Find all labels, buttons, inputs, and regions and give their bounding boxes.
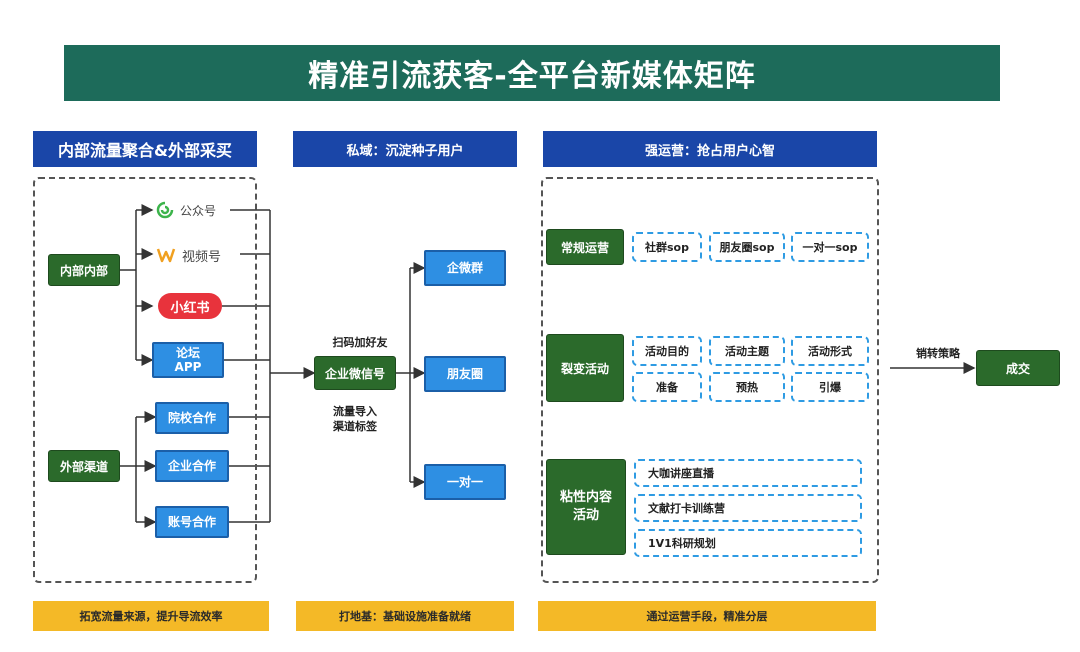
sticky-content-node: 粘性内容 活动 xyxy=(546,459,626,555)
regular-operations-node: 常规运营 xyxy=(546,229,624,265)
fission-activity-node: 裂变活动 xyxy=(546,334,624,402)
one-on-one-node: 一对一 xyxy=(424,464,506,500)
moments-node: 朋友圈 xyxy=(424,356,506,392)
activity-purpose-node: 活动目的 xyxy=(632,336,702,366)
warm-up-node: 预热 xyxy=(709,372,785,402)
enterprise-wechat-node: 企业微信号 xyxy=(314,356,396,390)
traffic-import-label: 流量导入 渠道标签 xyxy=(333,405,377,433)
footer-traffic: 拓宽流量来源，提升导流效率 xyxy=(33,601,269,631)
school-cooperation-node: 院校合作 xyxy=(155,402,229,434)
wechat-group-node: 企微群 xyxy=(424,250,506,286)
activity-format-node: 活动形式 xyxy=(791,336,869,366)
deal-node: 成交 xyxy=(976,350,1060,386)
operations-container xyxy=(541,177,879,583)
footer-foundation: 打地基：基础设施准备就绪 xyxy=(296,601,514,631)
column-header-private-domain: 私域：沉淀种子用户 xyxy=(293,131,517,167)
ignite-node: 引爆 xyxy=(791,372,869,402)
one-on-one-sop-node: 一对一sop xyxy=(791,232,869,262)
conversion-strategy-label: 销转策略 xyxy=(916,347,960,360)
column-header-traffic: 内部流量聚合&外部采买 xyxy=(33,131,257,167)
wechat-official-account-icon xyxy=(156,201,174,219)
moments-sop-node: 朋友圈sop xyxy=(709,232,785,262)
expert-lecture-node: 大咖讲座直播 xyxy=(634,459,862,487)
activity-theme-node: 活动主题 xyxy=(709,336,785,366)
account-cooperation-node: 账号合作 xyxy=(155,506,229,538)
enterprise-cooperation-node: 企业合作 xyxy=(155,450,229,482)
footer-operations: 通过运营手段，精准分层 xyxy=(538,601,876,631)
video-account-label: 视频号 xyxy=(182,249,222,265)
external-channels-node: 外部渠道 xyxy=(48,450,120,482)
preparation-node: 准备 xyxy=(632,372,702,402)
research-planning-node: 1V1科研规划 xyxy=(634,529,862,557)
page-title: 精准引流获客-全平台新媒体矩阵 xyxy=(64,45,1000,101)
wechat-official-account-label: 公众号 xyxy=(180,203,217,218)
forum-app-node: 论坛 APP xyxy=(152,342,224,378)
internal-channels-node: 内部内部 xyxy=(48,254,120,286)
literature-camp-node: 文献打卡训练营 xyxy=(634,494,862,522)
video-account-node: 视频号 xyxy=(156,244,240,266)
column-header-operations: 强运营：抢占用户心智 xyxy=(543,131,877,167)
scan-add-friend-label: 扫码加好友 xyxy=(332,336,388,349)
video-account-icon xyxy=(156,248,176,263)
xiaohongshu-logo: 小红书 xyxy=(158,293,222,319)
traffic-sources-container xyxy=(33,177,257,583)
community-sop-node: 社群sop xyxy=(632,232,702,262)
wechat-official-account-node: 公众号 xyxy=(156,200,230,220)
